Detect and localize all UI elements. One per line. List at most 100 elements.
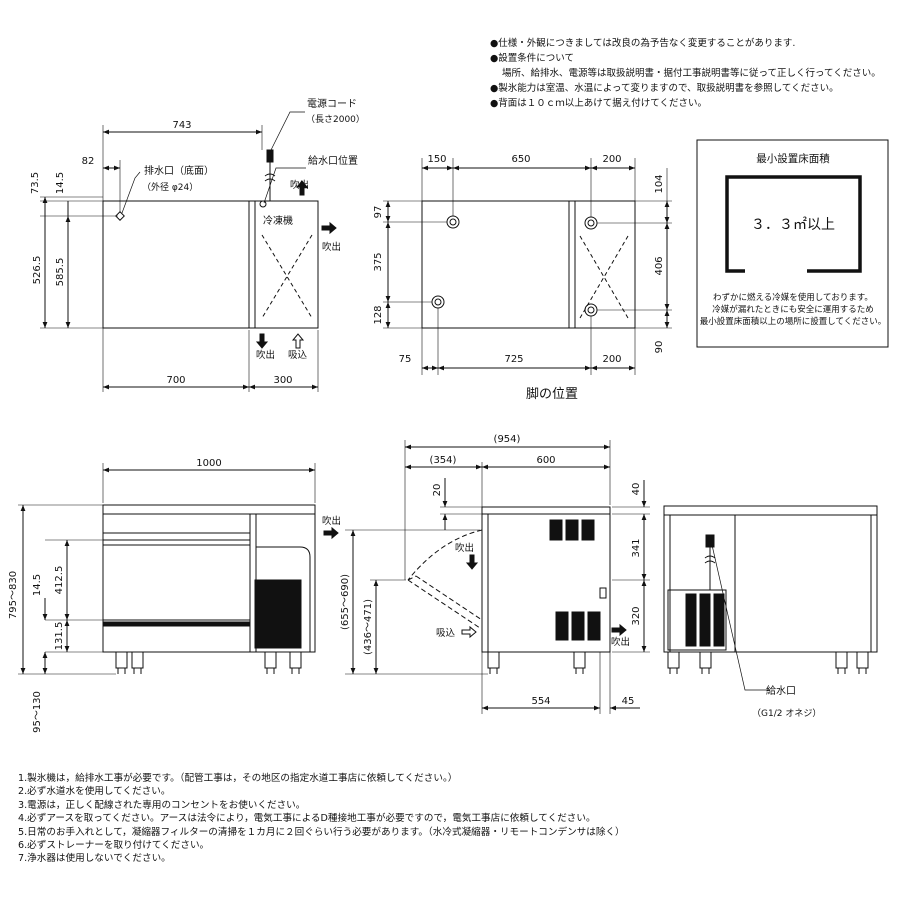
- airflow-label: 吹出: [256, 349, 275, 361]
- plan-view: [40, 111, 337, 392]
- airflow-label: 吹出: [322, 241, 341, 253]
- rear-body-outline: [663, 514, 878, 653]
- dim-label: 90: [654, 341, 665, 354]
- installation-note: 3.電源は，正しく配線された専用のコンセントをお使いください。: [18, 799, 306, 811]
- dim-label: 650: [511, 154, 530, 165]
- dim-label: 128: [373, 305, 384, 324]
- dim-label: 526.5: [32, 256, 43, 285]
- spec-note: 場所、給排水、電源等は取扱説明書・据付工事説明書等に従って正しく行ってください。: [502, 68, 881, 79]
- airflow-label: 吹出: [322, 515, 341, 527]
- dim-label: 600: [536, 455, 555, 466]
- foot-icon: [573, 651, 586, 674]
- water-inlet-marker: [259, 200, 267, 208]
- airflow-arrow-icon: [295, 180, 309, 196]
- dim-label: 75: [399, 354, 412, 365]
- compressor-cross: [261, 234, 313, 319]
- condenser-grille: [254, 579, 302, 649]
- foot-marker-icon: [584, 303, 598, 317]
- front-top-panel: [102, 504, 316, 515]
- spec-note: ●製氷能力は室温、水温によって変りますので、取扱説明書を参照してください。: [490, 83, 839, 94]
- foot-icon: [856, 651, 869, 674]
- feet-view-labels: 150 650 200 75 725 200 97 375 128 104 40…: [373, 154, 665, 402]
- airflow-label: 吹出: [455, 542, 474, 554]
- vent-slot: [571, 611, 585, 641]
- airflow-arrow-icon: [291, 333, 305, 349]
- leader-line: [121, 171, 141, 214]
- rear-top-panel: [663, 505, 878, 516]
- spec-note: ●設置条件について: [490, 53, 575, 64]
- break-mark-icon: [704, 555, 716, 564]
- spec-note: ●背面は１０ｃｍ以上あけて据え付けてください。: [490, 98, 708, 109]
- airflow-arrow-icon: [465, 554, 479, 570]
- airflow-arrow-icon: [321, 221, 337, 235]
- installation-note: 5.日常のお手入れとして，凝縮器フィルターの清掃を１カ月に２回ぐらい行う必要があ…: [18, 826, 625, 838]
- dim-label: 700: [166, 375, 185, 386]
- feet-view: [383, 158, 672, 375]
- foot-icon: [667, 651, 680, 674]
- water-inlet-label: 給水口: [766, 684, 796, 697]
- floor-area-value: ３．３㎡以上: [751, 217, 835, 233]
- dim-label: 104: [654, 174, 665, 193]
- leader-line: [263, 167, 306, 204]
- front-view: [18, 463, 339, 675]
- floor-area-outline: [725, 175, 862, 273]
- dim-label: (354): [430, 455, 457, 466]
- dim-label: 200: [602, 154, 621, 165]
- dim-label: 97: [373, 206, 384, 219]
- power-cord-sub-label: （長さ2000）: [306, 114, 365, 125]
- floor-area-note: 冷媒が漏れたときにも安全に運用するため: [712, 304, 874, 315]
- installation-note: 7.浄水器は使用しないでください。: [18, 853, 171, 865]
- airflow-label: 吸込: [436, 628, 456, 639]
- floor-area-title: 最小設置床面積: [756, 152, 830, 165]
- foot-icon: [264, 651, 277, 674]
- dim-label: (655～690): [340, 574, 351, 630]
- leader-line: [711, 544, 770, 691]
- dim-label: 406: [654, 256, 665, 275]
- vent-slot: [565, 519, 579, 541]
- plan-view-labels: 743 82 73.5 14.5 526.5 585.5 700 300 排水口…: [30, 97, 365, 386]
- vent-slot: [555, 611, 569, 641]
- vent-slot: [713, 593, 725, 647]
- dim-label: 82: [82, 156, 95, 167]
- compressor-label: 冷凍機: [263, 214, 293, 227]
- airflow-label: 吹出: [290, 179, 309, 191]
- rear-view-labels: 給水口 （G1/2 オネジ）: [752, 684, 821, 719]
- door-swing-arc: [407, 529, 483, 581]
- power-cord-label: 電源コード: [307, 97, 357, 110]
- foot-icon: [699, 651, 712, 674]
- dim-label: 20: [432, 484, 443, 497]
- spec-notes: ●仕様・外観につきましては改良の為予告なく変更することがあります. ●設置条件に…: [490, 36, 881, 111]
- dim-label: 45: [622, 696, 635, 707]
- water-inlet-label: 給水口位置: [308, 154, 358, 167]
- dim-label: 95～130: [32, 691, 43, 733]
- airflow-label: 吸込: [288, 350, 308, 361]
- foot-icon: [131, 651, 144, 674]
- dim-label: 200: [602, 354, 621, 365]
- dim-label: 150: [427, 154, 446, 165]
- foot-marker-icon: [584, 216, 598, 230]
- installation-note: 2.必ず水道水を使用してください。: [18, 786, 171, 798]
- foot-marker-icon: [446, 215, 460, 229]
- airflow-label: 吹出: [611, 636, 630, 648]
- dim-label: 40: [631, 483, 642, 496]
- dim-label: 743: [172, 120, 191, 131]
- floor-area-frame: [696, 139, 889, 348]
- side-view: [345, 440, 650, 714]
- dim-label: 554: [531, 696, 550, 707]
- rear-condenser-box: [667, 589, 727, 651]
- floor-area-note: わずかに燃える冷媒を使用しております。: [713, 292, 873, 303]
- vent-slot: [685, 593, 697, 647]
- installation-note: 1.製氷機は，給排水工事が必要です。（配管工事は，その地区の指定水道工事店に依頼…: [18, 773, 458, 784]
- dim-label: 375: [373, 252, 384, 271]
- foot-icon: [289, 651, 302, 674]
- leader-line: [269, 111, 305, 153]
- airflow-arrow-icon: [611, 623, 627, 637]
- installation-note: 6.必ずストレーナーを取り付けてください。: [18, 840, 210, 852]
- front-view-labels: 1000 795～830 14.5 412.5 131.5 95～130 吹出: [8, 458, 341, 733]
- spec-note: ●仕様・外観につきましては改良の為予告なく変更することがあります.: [490, 38, 796, 49]
- dim-label: 585.5: [55, 258, 66, 287]
- foot-icon: [835, 651, 848, 674]
- compressor-cross: [261, 234, 313, 319]
- dim-label: 14.5: [32, 574, 43, 596]
